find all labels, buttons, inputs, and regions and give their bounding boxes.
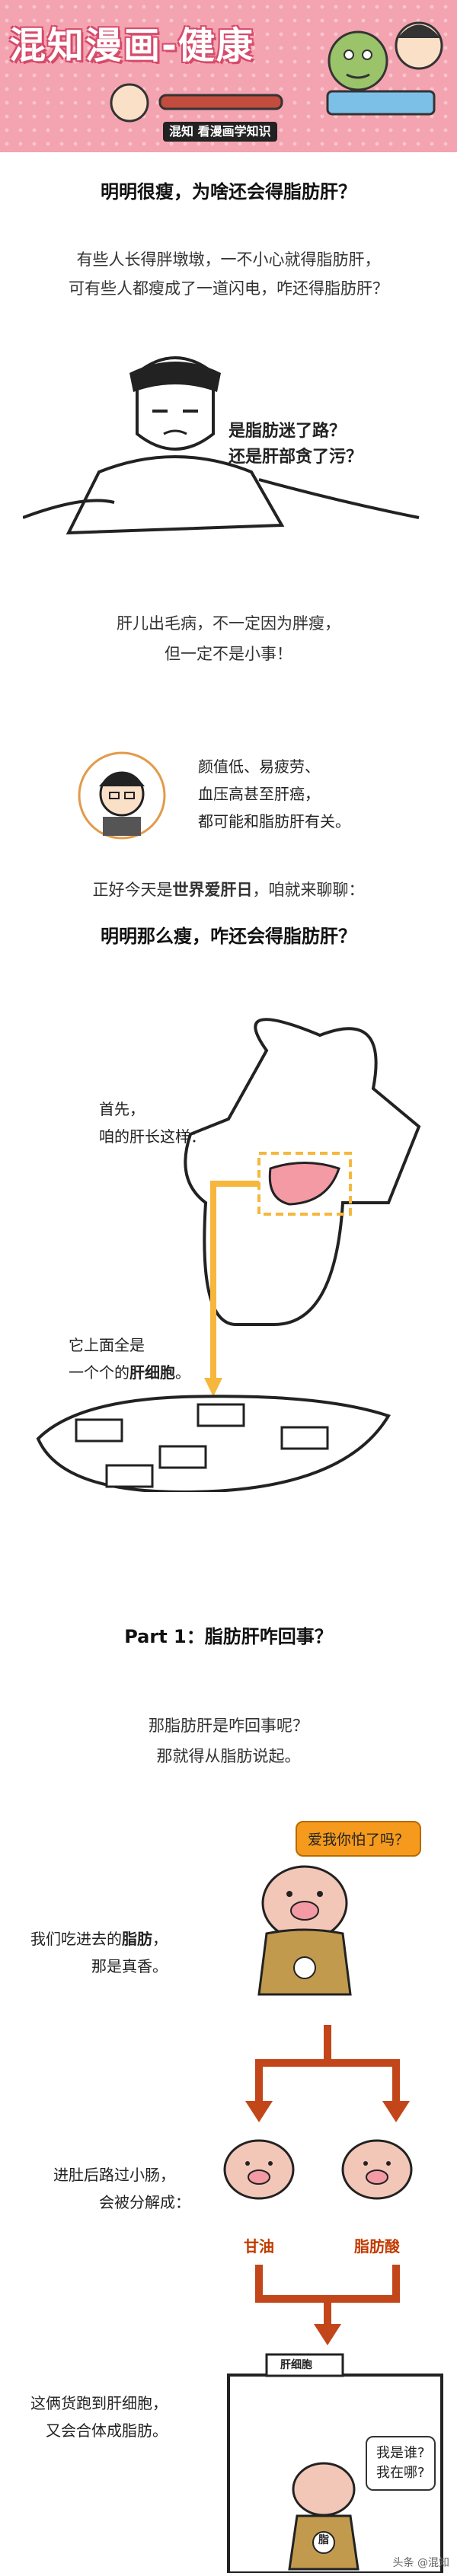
fatty-acid-label: 脂肪酸	[354, 2237, 400, 2256]
love-speech-bubble: 爱我你怕了吗？	[296, 1821, 422, 1857]
run-line-2: 又会合体成脂肪。	[46, 2421, 168, 2440]
brand-badge: 混知 看漫画学知识	[163, 122, 277, 142]
thin-man-illustration	[23, 356, 420, 535]
liver-cell-term: 肝细胞	[129, 1363, 175, 1382]
part1-heading: Part 1：脂肪肝咋回事？	[124, 1626, 333, 1647]
part1-para-2: 那就得从脂肪说起。	[156, 1747, 301, 1765]
section-heading: 明明很瘦，为啥还会得脂肪肝？	[101, 181, 356, 202]
who-am-i-bubble: 我是谁? 我在哪?	[366, 2436, 436, 2491]
eat-pre: 我们吃进去的	[30, 1930, 122, 1948]
liver-label-4-post: 。	[175, 1363, 190, 1382]
fat-term: 脂肪	[122, 1930, 152, 1948]
note-line-1: 颜值低、易疲劳、	[198, 757, 320, 776]
eat-line-1: 我们吃进去的脂肪，	[30, 1926, 168, 1952]
split-line-1: 进肚后路过小肠，	[53, 2166, 175, 2184]
glycerol-pig-icon	[223, 2139, 295, 2200]
run-line-1: 这俩货跑到肝细胞，	[30, 2394, 168, 2412]
note-line-3: 都可能和脂肪肝有关。	[198, 812, 350, 831]
narrator-avatar-icon	[78, 751, 166, 840]
who-line-2: 我在哪?	[376, 2465, 425, 2481]
intro-line-1: 有些人长得胖墩墩，一不小心就得脂肪肝，	[76, 250, 381, 269]
header-banner: 混知漫画-健康 混知 看漫画学知识	[0, 0, 457, 152]
liver-label-4: 一个个的肝细胞。	[69, 1360, 190, 1385]
liver-label-2: 咱的肝长这样：	[99, 1127, 206, 1146]
liver-diagram	[36, 1018, 421, 1492]
part1-para-1: 那脂肪肝是咋回事呢？	[149, 1717, 308, 1735]
world-pre: 正好今天是	[92, 881, 173, 899]
eat-line-2: 那是真香。	[91, 1957, 168, 1975]
split-line-2: 会被分解成：	[99, 2193, 190, 2211]
banner-title: 混知漫画-健康	[9, 24, 254, 67]
intro-line-2: 可有些人都瘦成了一道闪电，咋还得脂肪肝？	[69, 279, 388, 298]
para-line-1: 肝儿出毛病，不一定因为胖瘦，	[117, 614, 340, 633]
who-line-1: 我是谁?	[376, 2445, 425, 2461]
question-bubble-1: 是脂肪迷了路？	[228, 422, 347, 441]
pig-badge: 脂	[318, 2534, 329, 2546]
fat-pig-illustration	[257, 1865, 352, 1996]
banner-characters-illustration	[326, 21, 443, 116]
glycerol-label: 甘油	[244, 2237, 274, 2256]
eat-post: ，	[152, 1930, 168, 1948]
split-arrows	[245, 2025, 410, 2122]
merge-arrows	[255, 2265, 400, 2345]
world-post: ，咱就来聊聊：	[252, 881, 365, 899]
banner-doctor-illustration	[110, 83, 283, 123]
question-bubble-2: 还是肝部贪了污？	[228, 448, 363, 467]
fatty-acid-pig-icon	[341, 2139, 413, 2200]
liver-label-3: 它上面全是	[69, 1336, 145, 1354]
world-liver-day-line: 正好今天是世界爱肝日，咱就来聊聊：	[0, 875, 457, 904]
footer-credit: 头条 @混知	[392, 2557, 449, 2569]
world-liver-day: 世界爱肝日	[172, 881, 253, 899]
door-label: 肝细胞	[280, 2359, 312, 2371]
liver-label-1: 首先，	[99, 1100, 145, 1118]
note-line-2: 血压高甚至肝癌，	[198, 785, 320, 803]
para-line-2: 但一定不是小事！	[165, 645, 292, 663]
sub-heading: 明明那么瘦，咋还会得脂肪肝？	[101, 926, 356, 947]
liver-label-4-pre: 一个个的	[69, 1363, 129, 1382]
